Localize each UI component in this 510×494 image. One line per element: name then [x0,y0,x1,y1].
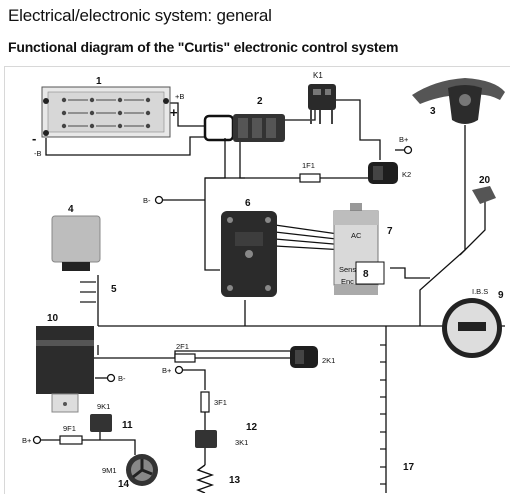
component-number-3: 3 [430,106,436,117]
wires [40,99,505,493]
component-number-7: 7 [387,226,393,237]
relay-k1-label: K1 [313,71,323,80]
component-number-6: 6 [245,198,251,209]
relay-k2-component [368,162,398,184]
spring-14 [195,464,215,493]
relay-9k1-label: 9K1 [97,402,110,411]
battery-pos-label: +B [175,92,184,101]
fan-13-component [126,454,158,486]
motor-ac-label: AC [351,231,362,240]
fuse-1f1 [299,173,321,183]
battery-minus-symbol: - [32,131,36,146]
relay-3k1-label: 3K1 [235,438,248,447]
b-minus-terminal-1 [154,195,164,205]
component-number-4: 4 [68,204,74,215]
battery-connector-component [203,114,285,142]
component-number-10: 10 [47,313,59,324]
tiller-handle-component [412,78,505,124]
component-number-9: 9 [498,290,504,301]
motor-sens-label: Sens [339,265,356,274]
fan-9m1-label: 9M1 [102,466,117,475]
fuse-1f1-label: 1F1 [302,161,315,170]
component-number-12: 12 [246,422,258,433]
module-10-component [36,326,94,413]
fuse-3f1 [200,391,210,413]
component-number-2: 2 [257,96,263,107]
b-plus-terminal-2 [174,365,184,375]
relay-k2-label: K2 [402,170,411,179]
component-number-8: 8 [363,269,369,280]
b-minus-label-1: B- [143,196,151,205]
relay-k1-component [308,84,336,124]
battery-neg-label: -B [34,149,42,158]
component-number-5: 5 [111,284,117,295]
battery-indicator-9-component [442,298,502,358]
fuse-3f1-label: 3F1 [214,398,227,407]
b-minus-label-2: B- [118,374,126,383]
relay-3k1-component [195,430,217,448]
motor-enc-label: Enc [341,277,354,286]
sensor-8-box [355,261,385,285]
scale-ticks [380,344,386,485]
component-number-20: 20 [479,175,491,186]
fuse-2f1-label: 2F1 [176,342,189,351]
b-plus-label-2: B+ [162,366,172,375]
indicator-ibs-label: I.B.S [472,287,488,296]
b-plus-label-3: B+ [22,436,32,445]
fuse-9f1-label: 9F1 [63,424,76,433]
component-number-11: 11 [122,420,133,431]
b-plus-terminal-3 [32,435,42,445]
controller-6-component [221,211,277,297]
page-title: Electrical/electronic system: general [8,6,272,25]
b-plus-label-1: B+ [399,135,409,144]
relay-2k1-label: 2K1 [322,356,335,365]
battery-component [41,86,171,138]
component-number-17: 17 [403,462,415,473]
component-number-1: 1 [96,76,102,87]
connector-5-lines [80,281,96,303]
battery-plus-symbol: + [170,105,178,120]
fuse-9f1 [59,435,83,445]
module-4-component [51,215,101,271]
fuse-2f1 [174,353,196,363]
sensor-20-component [472,186,496,204]
relay-2k1-component [290,346,318,368]
component-number-13: 14 [118,479,130,490]
b-minus-terminal-2 [106,373,116,383]
b-plus-terminal-1 [403,145,413,155]
diagram-frame [4,66,510,494]
component-number-14: 13 [229,475,241,486]
relay-9k1-component [90,414,112,432]
page-subtitle: Functional diagram of the "Curtis" elect… [8,39,399,55]
